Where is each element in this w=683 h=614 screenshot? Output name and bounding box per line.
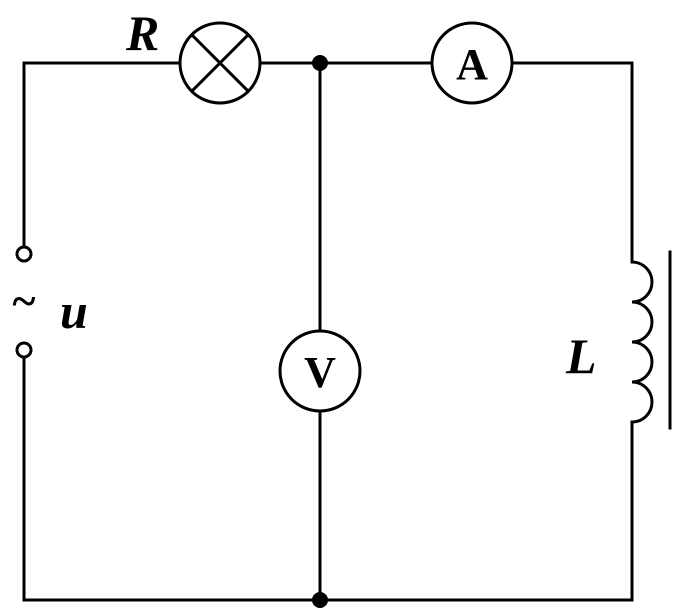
source-terminal-top xyxy=(15,245,33,263)
ammeter: A xyxy=(430,21,514,105)
source-tilde: ~ xyxy=(13,277,36,326)
junction-top xyxy=(312,55,328,71)
source-label: u xyxy=(60,283,88,339)
lamp-label: R xyxy=(125,5,159,61)
lamp-icon xyxy=(178,21,262,105)
voltmeter-symbol: V xyxy=(304,348,336,397)
junction-bottom xyxy=(312,592,328,608)
source-terminal-bottom xyxy=(15,341,33,359)
voltmeter-icon xyxy=(278,329,362,413)
inductor-label: L xyxy=(565,328,597,384)
inductor-icon xyxy=(630,250,672,430)
ammeter-symbol: A xyxy=(456,40,488,89)
ammeter-icon xyxy=(430,21,514,105)
voltmeter: V xyxy=(278,329,362,413)
